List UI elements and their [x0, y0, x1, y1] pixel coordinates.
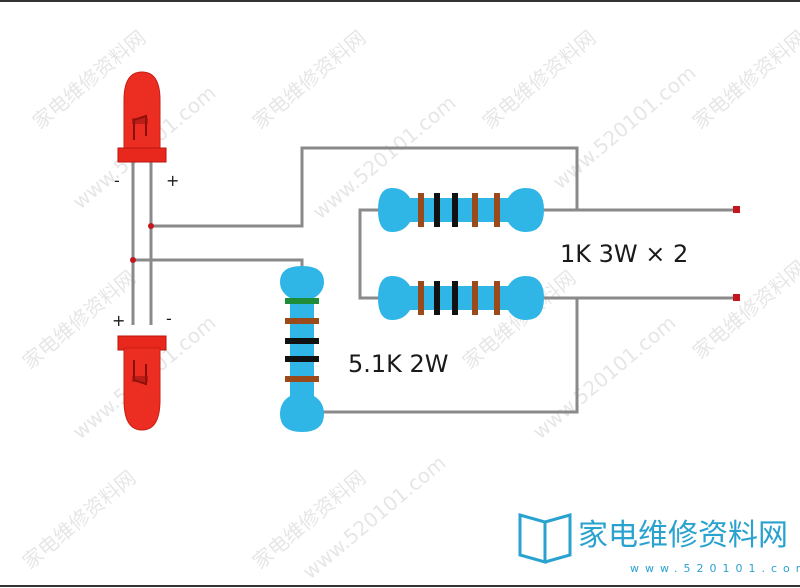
watermark-url: www.520101.com [528, 310, 681, 443]
band-brown [285, 318, 319, 324]
band-black [434, 193, 440, 227]
junctions [130, 206, 740, 301]
terminal-top [733, 206, 740, 213]
band-brown [472, 193, 478, 227]
terminal-bottom [733, 294, 740, 301]
logo-url: www.520101.com [630, 562, 800, 575]
band-brown [494, 193, 500, 227]
led-bottom-minus: - [166, 309, 172, 328]
led-bottom-plus: + [112, 311, 125, 330]
label-resistor-single: 5.1K 2W [348, 350, 449, 378]
led-top-minus: - [114, 171, 120, 190]
logo-text: 家电维修资料网 [578, 518, 788, 553]
band-black [452, 193, 458, 227]
led-bottom [117, 335, 167, 431]
band-brown [494, 281, 500, 315]
wire-to-5k1 [133, 258, 304, 272]
book-icon [518, 513, 547, 564]
band-green [285, 298, 319, 304]
watermark-text: 家电维修资料网 [478, 25, 601, 133]
resistor-5k1 [280, 266, 324, 432]
label-resistor-pair: 1K 3W × 2 [560, 240, 688, 268]
watermark-text: 家电维修资料网 [18, 465, 141, 573]
band-brown [285, 376, 319, 382]
wire-top-loop [151, 146, 579, 228]
watermark-logo: 家电维修资料网 www.520101.com [518, 513, 800, 575]
watermark-text: 家电维修资料网 [248, 25, 371, 133]
led-top-plus: + [166, 171, 179, 190]
band-black [434, 281, 440, 315]
resistor-1k-bottom [378, 276, 544, 320]
band-brown [418, 193, 424, 227]
led-top [117, 71, 167, 163]
band-brown [418, 281, 424, 315]
wire-parallel-left [358, 208, 385, 300]
resistor-1k-top [378, 188, 544, 232]
band-black [452, 281, 458, 315]
junction-dot [130, 257, 136, 263]
band-brown [472, 281, 478, 315]
band-black [285, 356, 319, 362]
watermark-url: www.520101.com [548, 60, 701, 193]
junction-dot [148, 223, 154, 229]
band-black [285, 338, 319, 344]
watermark-text: 家电维修资料网 [688, 25, 800, 133]
watermark-text: 家电维修资料网 [688, 255, 800, 363]
